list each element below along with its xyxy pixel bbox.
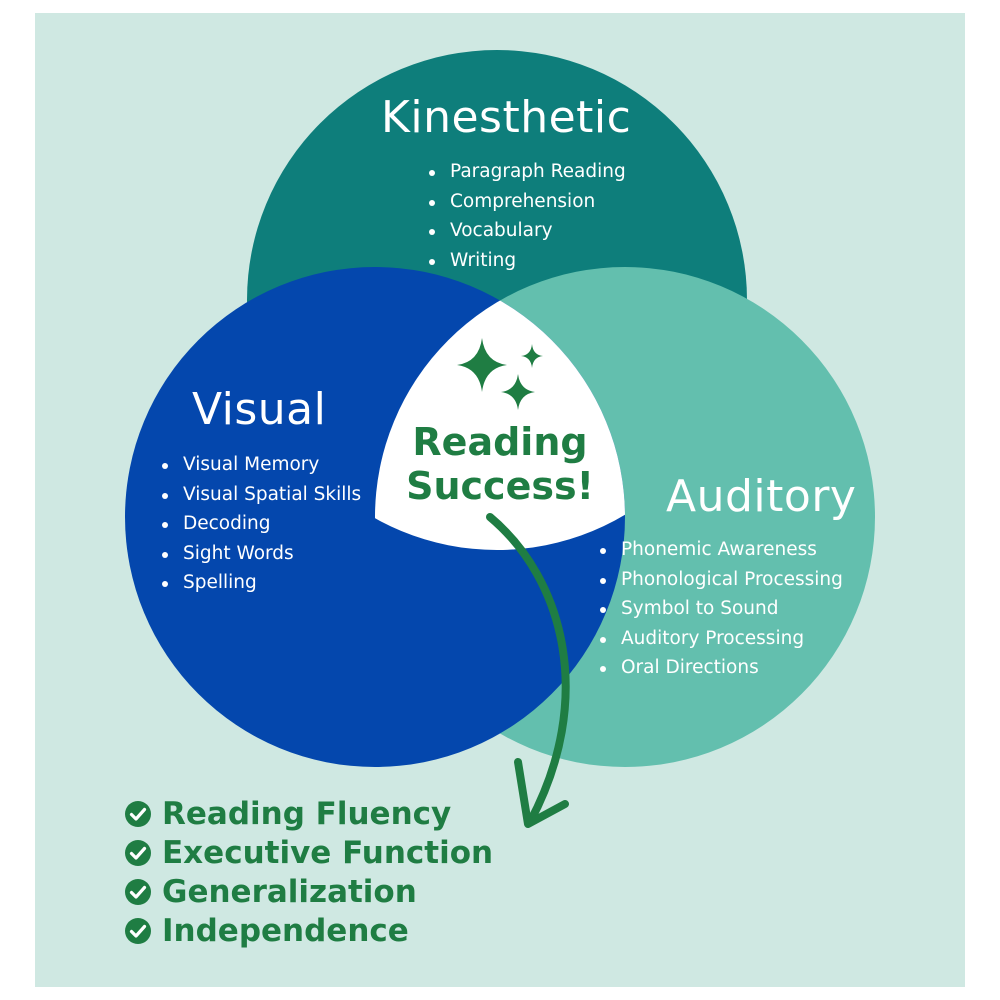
list-item: Spelling xyxy=(159,568,361,598)
outcome-item: Reading Fluency xyxy=(124,794,493,833)
list-item: Comprehension xyxy=(426,187,626,217)
list-item: Symbol to Sound xyxy=(597,594,843,624)
outcome-item: Executive Function xyxy=(124,833,493,872)
list-item: Auditory Processing xyxy=(597,624,843,654)
outcome-label: Reading Fluency xyxy=(162,795,452,832)
outcome-item: Independence xyxy=(124,911,493,950)
list-item: Paragraph Reading xyxy=(426,157,626,187)
list-item: Sight Words xyxy=(159,539,361,569)
list-item: Visual Spatial Skills xyxy=(159,480,361,510)
list-item: Visual Memory xyxy=(159,450,361,480)
center-overlap-region xyxy=(375,267,625,550)
center-title: Reading Success! xyxy=(385,420,615,508)
visual-title: Visual xyxy=(192,384,327,435)
kinesthetic-title: Kinesthetic xyxy=(381,92,632,143)
check-circle-icon xyxy=(125,917,151,944)
curved-arrow-icon xyxy=(486,513,570,828)
outcome-label: Generalization xyxy=(162,873,417,910)
check-circle-icon xyxy=(125,839,151,866)
kinesthetic-list: Paragraph Reading Comprehension Vocabula… xyxy=(426,157,626,275)
auditory-title: Auditory xyxy=(666,471,857,522)
check-circle-icon xyxy=(125,878,151,905)
outcome-label: Independence xyxy=(162,912,409,949)
visual-list: Visual Memory Visual Spatial Skills Deco… xyxy=(159,450,361,598)
list-item: Vocabulary xyxy=(426,216,626,246)
auditory-list: Phonemic Awareness Phonological Processi… xyxy=(597,535,843,683)
check-circle-icon xyxy=(125,800,151,827)
sparkles-icon xyxy=(457,338,543,410)
list-item: Phonemic Awareness xyxy=(597,535,843,565)
list-item: Decoding xyxy=(159,509,361,539)
list-item: Oral Directions xyxy=(597,653,843,683)
center-title-line1: Reading xyxy=(412,420,588,464)
list-item: Writing xyxy=(426,246,626,276)
outcome-label: Executive Function xyxy=(162,834,494,871)
list-item: Phonological Processing xyxy=(597,565,843,595)
outcome-item: Generalization xyxy=(124,872,493,911)
center-title-line2: Success! xyxy=(406,464,594,508)
outcomes-list: Reading Fluency Executive Function Gener… xyxy=(124,794,493,950)
